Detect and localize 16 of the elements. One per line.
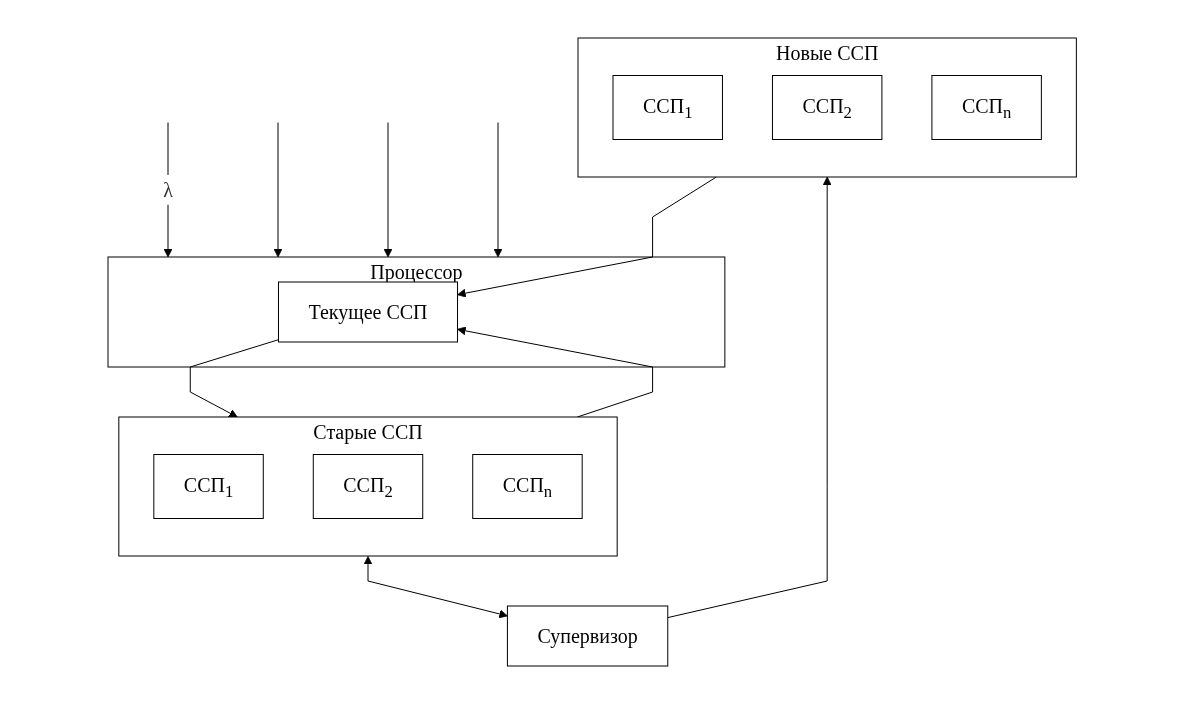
node-box: ССП$_{2}$	[313, 454, 424, 519]
node-box: ССП$_{n}$	[472, 454, 583, 519]
arrow	[493, 122, 503, 258]
arrow	[667, 176, 832, 619]
edge-label: λ	[163, 178, 174, 201]
node-box: ССП$_{2}$	[772, 75, 883, 140]
arrow	[457, 326, 654, 418]
node-box: Супервизор	[507, 605, 669, 667]
arrow	[190, 339, 280, 418]
arrow	[273, 122, 283, 258]
arrow	[363, 556, 509, 619]
node-box: Текущее ССП	[278, 281, 459, 343]
node-box: ССП$_{1}$	[612, 75, 724, 140]
node-box: ССП$_{1}$	[153, 454, 265, 519]
node-box: ССП$_{n}$	[931, 75, 1043, 140]
arrow	[383, 122, 393, 258]
